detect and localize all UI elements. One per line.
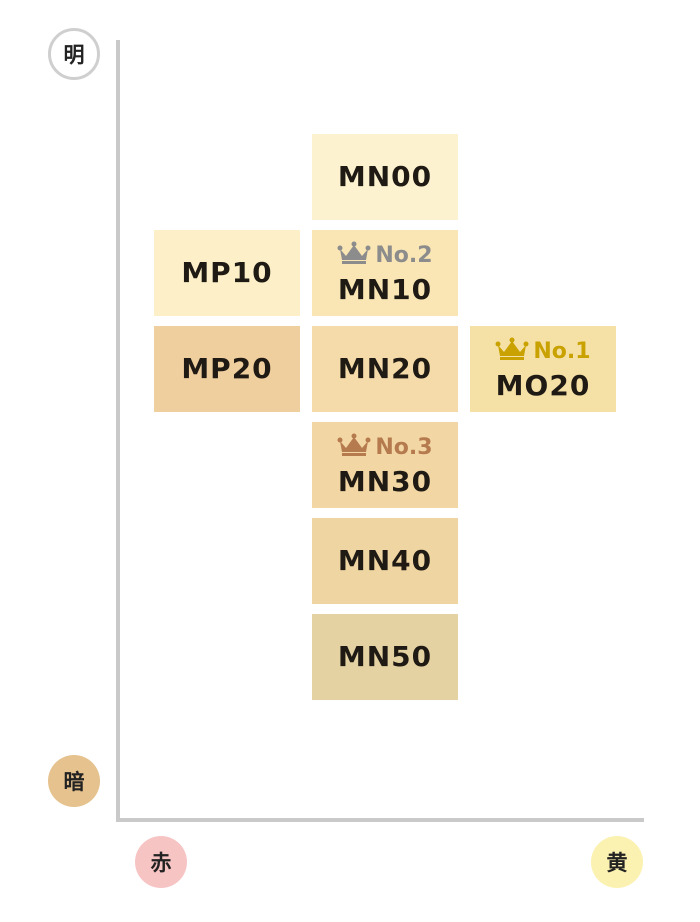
rank-label: No.3 [375, 435, 433, 460]
crown-icon [337, 433, 371, 464]
rank-badge: No.2 [337, 241, 433, 272]
shade-code: MP10 [181, 256, 273, 289]
y-axis-line [116, 40, 120, 822]
shade-code: MN20 [337, 352, 433, 385]
shade-tile-mp20: MP20 [154, 326, 300, 412]
rank-badge: No.3 [337, 433, 433, 464]
shade-tile-mn10: No.2 MN10 [312, 230, 458, 316]
rank-badge: No.1 [495, 337, 591, 368]
yellow-axis-label: 黄 [591, 836, 643, 888]
crown-icon [495, 337, 529, 368]
shade-code: MN40 [337, 544, 433, 577]
red-axis-label: 赤 [135, 836, 187, 888]
x-axis-line [116, 818, 644, 822]
shade-tile-mn50: MN50 [312, 614, 458, 700]
shade-code: MN10 [337, 272, 433, 306]
shade-tile-mn00: MN00 [312, 134, 458, 220]
crown-icon [337, 241, 371, 272]
shade-code: MN30 [337, 464, 433, 498]
rank-label: No.2 [375, 243, 433, 268]
shade-code: MP20 [181, 352, 273, 385]
shade-code: MN50 [337, 640, 433, 673]
dark-axis-label: 暗 [48, 755, 100, 807]
shade-tile-mp10: MP10 [154, 230, 300, 316]
shade-tile-mn20: MN20 [312, 326, 458, 412]
shade-code: MO20 [495, 368, 591, 402]
rank-label: No.1 [533, 339, 591, 364]
bright-axis-label: 明 [48, 28, 100, 80]
shade-tile-mo20: No.1 MO20 [470, 326, 616, 412]
shade-code: MN00 [337, 160, 433, 193]
shade-tile-mn40: MN40 [312, 518, 458, 604]
shade-tile-mn30: No.3 MN30 [312, 422, 458, 508]
